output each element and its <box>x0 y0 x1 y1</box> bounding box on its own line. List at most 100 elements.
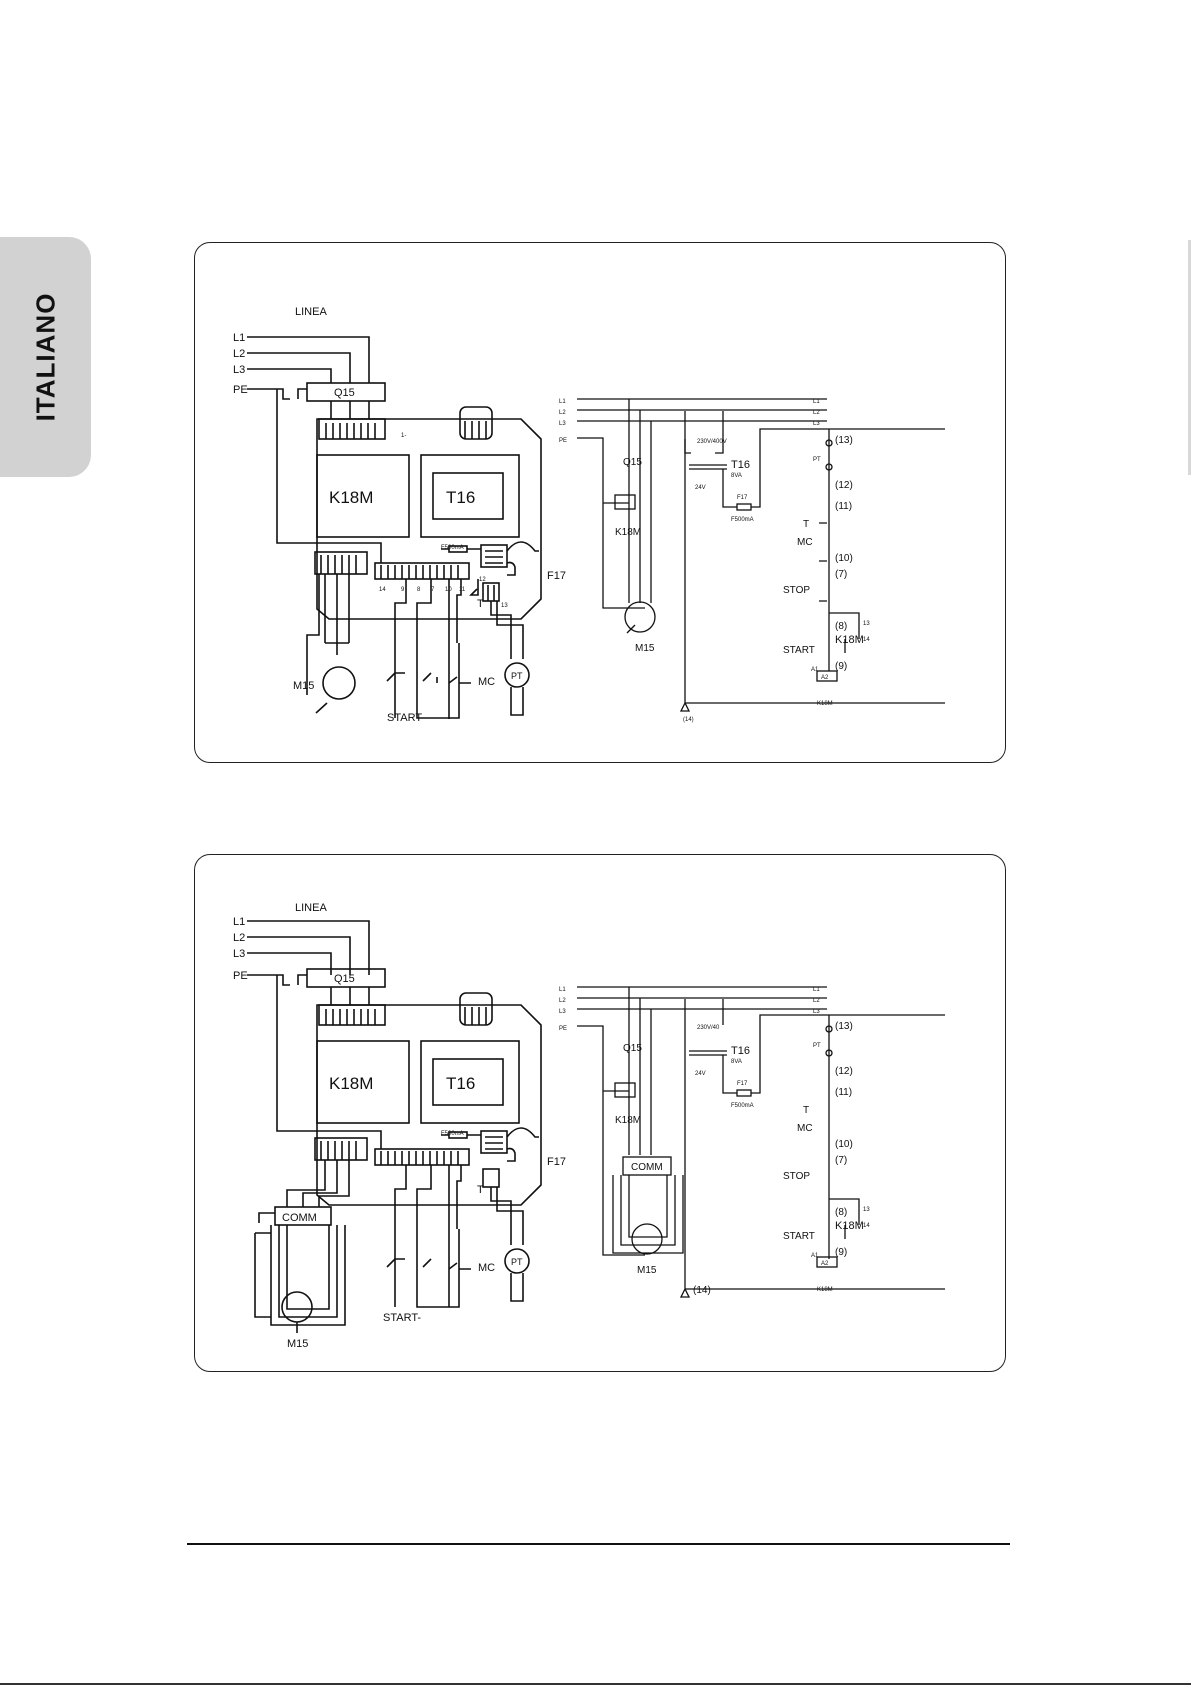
label-k18m-2: K18M <box>329 1074 373 1093</box>
wiring-diagram-with-commutator: LINEA L1 L2 L3 PE Q15 K18M T16 F500mA F1… <box>194 854 1006 1372</box>
sch2-label-24v: 24V <box>695 1071 706 1077</box>
sch-label-k18m-coil: K18M <box>835 634 864 646</box>
m15-motor-symbol <box>322 666 356 700</box>
sch-label-voltage: 230V/400V <box>697 439 727 445</box>
sch2-contact-13: 13 <box>863 1207 870 1213</box>
sch-label-24v: 24V <box>695 485 706 491</box>
sch-label-k18m-bottom: K18M <box>817 701 833 707</box>
sch2-node-10: (10) <box>835 1139 853 1150</box>
sch-label-f17: F17 <box>737 495 748 501</box>
q15-box <box>306 382 386 402</box>
label-start-dash: START- <box>387 712 425 724</box>
sch-label-pt: PT <box>813 457 821 463</box>
sch2-label-q15: Q15 <box>623 1043 642 1054</box>
label-mc: MC <box>478 676 495 688</box>
sch2-label-fuse: F500mA <box>731 1103 754 1109</box>
label-13: 13 <box>501 603 508 609</box>
sch2-label-t: T <box>803 1105 809 1116</box>
sch-label-l1-right: L1 <box>813 399 820 405</box>
term-7: 7 <box>431 587 435 593</box>
label-mc-2: MC <box>478 1262 495 1274</box>
sch-node-13: (13) <box>835 435 853 446</box>
sch2-label-8va: 8VA <box>731 1059 742 1065</box>
sch2-node-13: (13) <box>835 1021 853 1032</box>
diagram-svg-2: LINEA L1 L2 L3 PE Q15 K18M T16 F500mA F1… <box>233 902 945 1350</box>
sch2-label-l2: L2 <box>559 998 566 1004</box>
label-fuse: F500mA <box>441 545 464 551</box>
label-12: 12 <box>479 577 486 583</box>
sch2-label-l1-right: L1 <box>813 987 820 993</box>
sch2-contact-14: 14 <box>863 1223 870 1229</box>
sch-node-9: (9) <box>835 661 847 672</box>
label-1plus: 1- <box>401 433 406 439</box>
sch2-node-12: (12) <box>835 1066 853 1077</box>
sch2-label-a1: A1 <box>811 1253 819 1259</box>
sch2-node-14: (14) <box>693 1285 711 1296</box>
label-l1: L1 <box>233 332 245 344</box>
controller-board <box>316 418 542 620</box>
sch2-label-f17: F17 <box>737 1081 748 1087</box>
sch-node-11: (11) <box>835 501 852 512</box>
t16-block <box>420 454 520 538</box>
sch2-label-m15: M15 <box>637 1265 657 1276</box>
sch-label-8va: 8VA <box>731 473 742 479</box>
sch2-label-mc: MC <box>797 1123 813 1134</box>
sch-label-l3: L3 <box>559 421 566 427</box>
wire-l1 <box>247 336 370 383</box>
wire-pe <box>247 388 290 400</box>
label-pt: PT <box>511 671 523 681</box>
sch2-label-voltage: 230V/40 <box>697 1025 720 1031</box>
wire-l2 <box>247 352 351 383</box>
sch2-label-l3: L3 <box>559 1009 566 1015</box>
label-l2-2: L2 <box>233 932 245 944</box>
label-pe-2: PE <box>233 970 248 982</box>
sch-label-l2: L2 <box>559 410 566 416</box>
sch2-label-l2-right: L2 <box>813 998 820 1004</box>
sch-label-start: START <box>783 645 815 656</box>
sch-label-q15: Q15 <box>623 457 642 468</box>
sch2-label-comm: COMM <box>631 1162 663 1173</box>
label-k18m: K18M <box>329 488 373 507</box>
sch-contact-14: 14 <box>863 637 870 643</box>
sch-label-a2: A2 <box>821 675 829 681</box>
term-9: 9 <box>401 587 405 593</box>
label-t16-2: T16 <box>446 1074 475 1093</box>
page-edge-mark <box>1188 240 1191 475</box>
sch2-label-t16: T16 <box>731 1045 750 1057</box>
sch-label-l2-right: L2 <box>813 410 820 416</box>
label-pt-2: PT <box>511 1257 523 1267</box>
label-m15-2: M15 <box>287 1338 308 1350</box>
sch2-label-k18m: K18M <box>615 1115 641 1126</box>
sch2-label-l1: L1 <box>559 987 566 993</box>
sch2-label-l3-right: L3 <box>813 1009 820 1015</box>
term-11: 11 <box>459 587 466 593</box>
label-l3-2: L3 <box>233 948 245 960</box>
sch-contact-13: 13 <box>863 621 870 627</box>
sch-node-8: (8) <box>835 621 847 632</box>
sch2-node-7: (7) <box>835 1155 847 1166</box>
sch-node-12: (12) <box>835 480 853 491</box>
sch-label-t16: T16 <box>731 459 750 471</box>
label-f17: F17 <box>547 570 566 582</box>
label-pe: PE <box>233 384 248 396</box>
language-tab: ITALIANO <box>0 237 91 477</box>
sch-label-l3-right: L3 <box>813 421 820 427</box>
sch2-node-11: (11) <box>835 1087 852 1098</box>
sch2-label-pt: PT <box>813 1043 821 1049</box>
label-linea: LINEA <box>295 306 327 318</box>
wiring-diagram-direct-start: LINEA L1 L2 L3 PE Q15 K18M T16 1- F500mA… <box>194 242 1006 763</box>
term-8: 8 <box>417 587 421 593</box>
sch2-label-k18m-coil: K18M <box>835 1220 864 1232</box>
sch-node-14: (14) <box>683 717 694 723</box>
label-l2: L2 <box>233 348 245 360</box>
sch-node-7: (7) <box>835 569 847 580</box>
label-fuse-2: F500mA <box>441 1131 464 1137</box>
label-comm-left: COMM <box>282 1212 317 1224</box>
term-10: 10 <box>445 587 452 593</box>
label-t-2: T <box>477 1184 484 1196</box>
diagram-svg: LINEA L1 L2 L3 PE Q15 K18M T16 1- F500mA… <box>233 306 945 724</box>
sch-node-10: (10) <box>835 553 853 564</box>
label-q15: Q15 <box>334 387 355 399</box>
label-linea-2: LINEA <box>295 902 327 914</box>
bottom-edge <box>0 1683 1191 1685</box>
